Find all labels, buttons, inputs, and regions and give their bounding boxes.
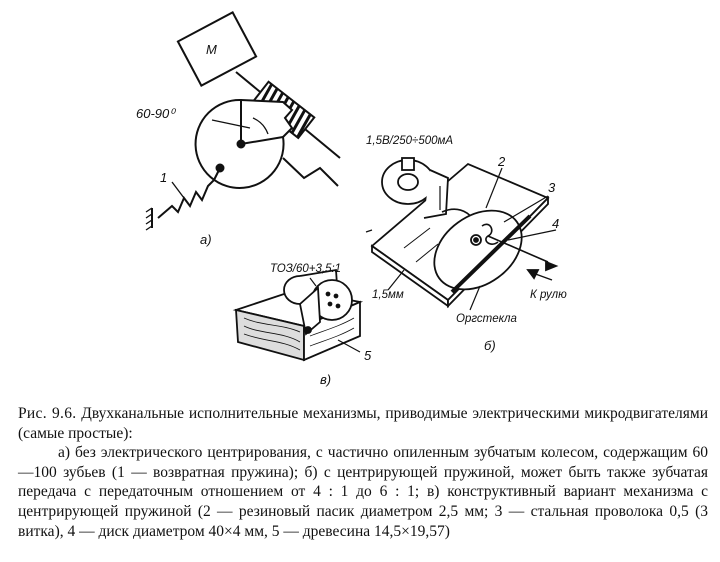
panel-b-diagram [365,157,559,311]
power-label: 1,5В/250÷500мА [366,135,453,147]
label-1: 1 [160,170,167,185]
panel-b-label: б) [484,338,496,353]
thickness-label: 1,5мм [372,289,404,301]
label-2: 2 [497,154,506,169]
angle-label: 60-90⁰ [136,106,176,121]
panel-v-diagram [232,268,364,362]
caption-body: а) без электрического центрирования, с ч… [18,444,708,540]
figure-caption: Рис. 9.6. Двухканальные исполнительные м… [18,404,708,541]
motor-label: M [206,42,217,57]
label-4: 4 [552,216,559,231]
panel-v-label: в) [320,372,331,387]
figure-illustration: M 60-90⁰ 1 а) [136,11,567,387]
to-rudder-label: К рулю [530,289,567,301]
return-spring [157,179,215,219]
caption-fig-label: Рис. 9.6. [18,405,77,422]
panel-a-diagram [145,11,341,231]
panel-a-label: а) [200,232,212,247]
part-label: ТОЗ/60+3,5:1 [270,263,341,275]
label-5: 5 [364,348,372,363]
caption-title: Двухканальные исполнительные механизмы, … [18,405,708,442]
motor-box [176,11,258,87]
label-3: 3 [548,180,556,195]
gear-axle [236,139,246,149]
disc [433,209,523,291]
material-label: Оргстекла [456,313,517,325]
